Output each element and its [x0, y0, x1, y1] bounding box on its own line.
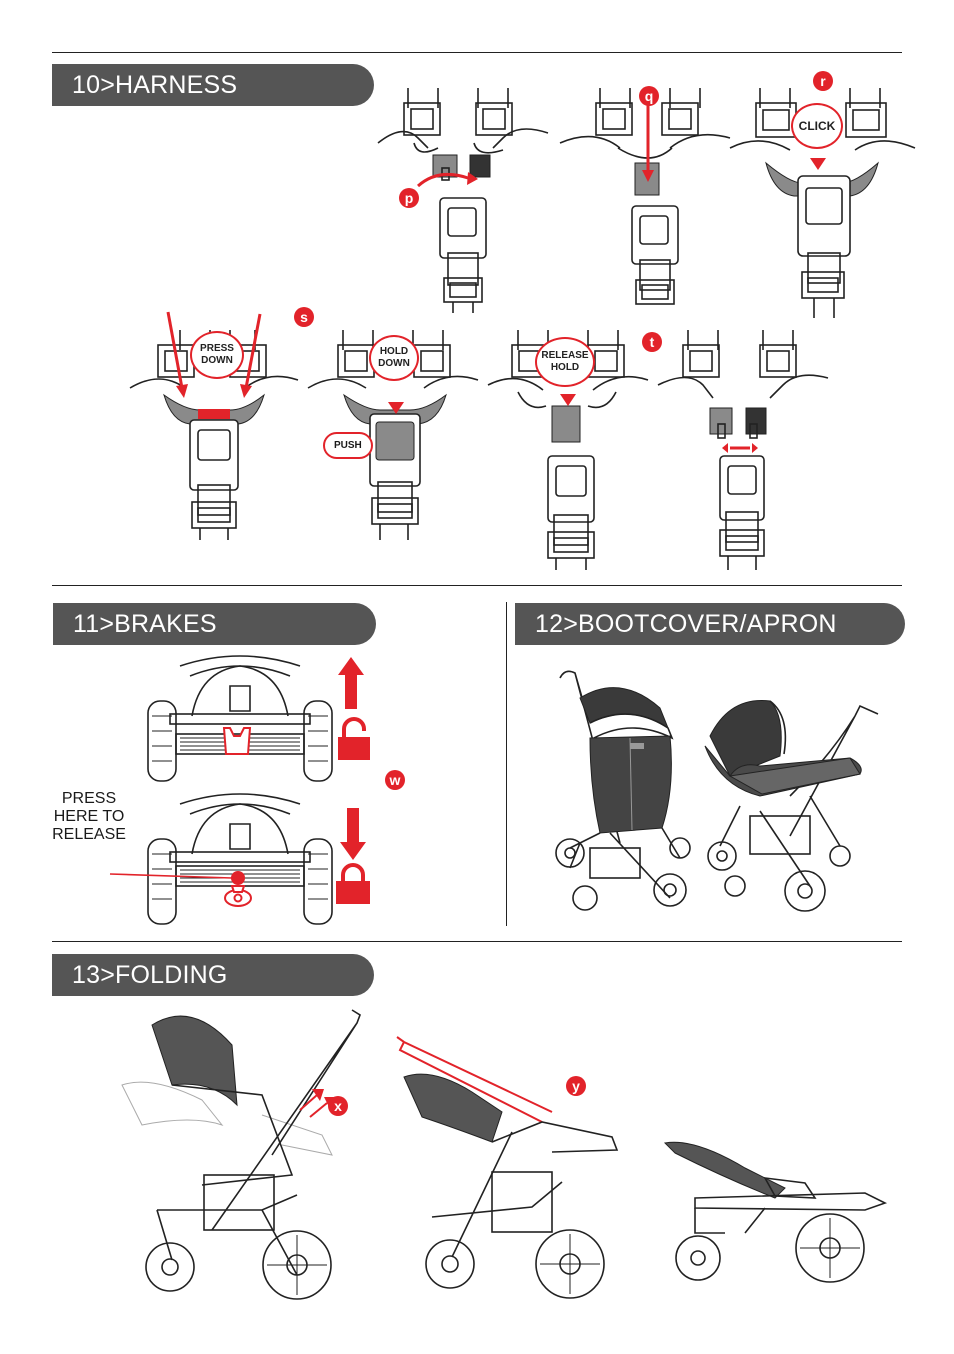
hold-down-callout: HOLD DOWN: [369, 335, 419, 381]
folding-step-x-illustration: [121, 1009, 361, 1300]
bootcover-title: 12>BOOTCOVER/APRON: [535, 609, 837, 638]
brakes-unlocked-illustration: [147, 655, 333, 782]
folding-header: 13>FOLDING: [52, 954, 374, 996]
carrycot-with-apron-illustration: [704, 699, 879, 912]
badge-q: q: [639, 86, 659, 106]
padlock-closed-icon: [336, 863, 370, 904]
harness-hold-down-illustration: [307, 330, 479, 540]
harness-step-p-illustration: [377, 88, 549, 313]
badge-x: x: [328, 1096, 348, 1116]
harness-press-down-illustration: [129, 311, 299, 540]
stroller-with-bootcover-illustration: [555, 670, 691, 911]
harness-title: 10>HARNESS: [72, 70, 238, 99]
mid-rule-2: [52, 941, 902, 942]
arrow-down-icon: [340, 808, 366, 860]
brakes-header: 11>BRAKES: [53, 603, 376, 645]
harness-step-q-illustration: [559, 88, 731, 305]
bootcover-header: 12>BOOTCOVER/APRON: [515, 603, 905, 645]
badge-y: y: [566, 1076, 586, 1096]
press-down-callout: PRESS DOWN: [190, 331, 244, 379]
badge-s: s: [294, 307, 314, 327]
press-here-to-release-label: PRESS HERE TO RELEASE: [52, 790, 126, 843]
folded-stroller-illustration: [663, 1141, 888, 1283]
top-rule: [52, 52, 902, 53]
badge-w: w: [385, 770, 405, 790]
click-callout: CLICK: [791, 103, 843, 149]
badge-t: t: [642, 332, 662, 352]
harness-step-t-illustration: [657, 330, 829, 570]
padlock-open-icon: [338, 717, 370, 760]
brakes-locked-illustration: [109, 793, 333, 925]
folding-step-y-illustration: [396, 1036, 619, 1299]
badge-r: r: [813, 71, 833, 91]
arrow-up-icon: [338, 657, 364, 709]
harness-header: 10>HARNESS: [52, 64, 374, 106]
harness-step-r-illustration: [729, 88, 916, 318]
mid-rule-1: [52, 585, 902, 586]
badge-p: p: [399, 188, 419, 208]
push-callout: PUSH: [323, 432, 373, 459]
brakes-title: 11>BRAKES: [73, 609, 217, 638]
release-hold-callout: RELEASE HOLD: [535, 337, 595, 387]
brakes-divider: [506, 602, 507, 926]
folding-title: 13>FOLDING: [72, 960, 228, 989]
